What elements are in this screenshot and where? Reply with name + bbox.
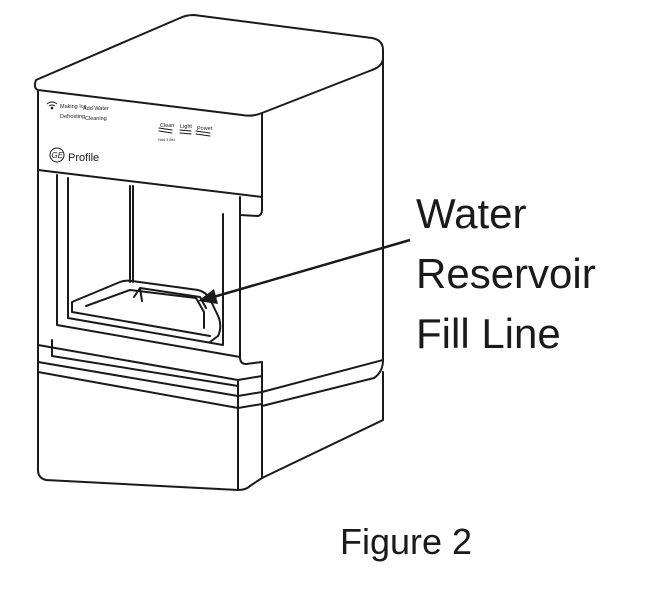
status-cleaning-label: Cleaning [85,116,107,122]
status-making-ice-label: Making Ice [60,104,87,110]
callout-arrow [198,238,411,304]
callout-label-line-2: Reservoir [416,250,596,297]
wifi-icon [46,101,58,110]
callout-label-line-3: Fill Line [416,310,561,357]
dispenser-opening [56,174,241,358]
power-button-label: Power [197,126,213,132]
status-defrosting-label: Defrosting [60,114,85,120]
status-add-water-label: Add Water [83,106,109,112]
callout-label-line-1: Water [416,190,527,237]
light-button-label: Light [180,124,192,130]
clean-button-label: Clean [160,123,174,129]
fill-line [133,287,207,309]
clean-button-sublabel: Hold 3 Sec [158,138,175,142]
bottom-band [37,359,384,397]
appliance-top [33,14,384,117]
figure-caption: Figure 2 [340,521,473,562]
appliance-side [261,57,384,407]
reservoir-tray [71,279,222,343]
ge-logo-icon: GE [49,147,65,163]
control-panel [37,89,263,198]
product-name-label: Profile [68,152,99,164]
ge-logo-text: GE [52,151,64,160]
